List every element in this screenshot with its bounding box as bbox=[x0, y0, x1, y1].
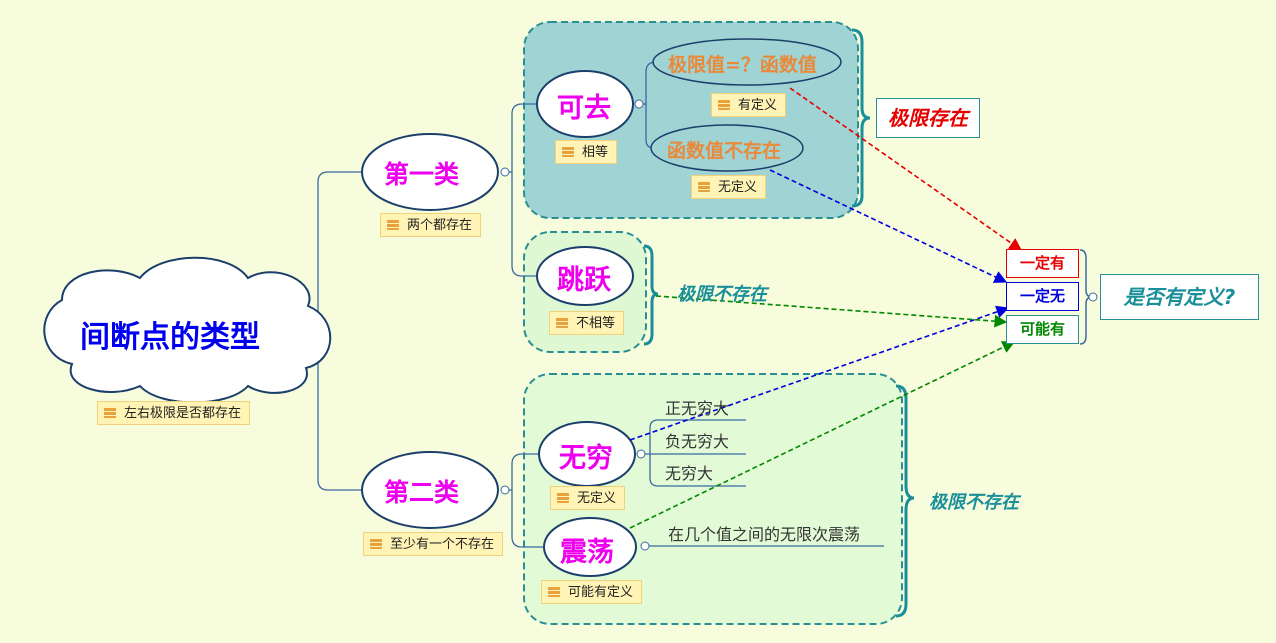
root-note-text: 左右极限是否都存在 bbox=[124, 406, 242, 421]
leaf-infinity[interactable]: 无穷大 bbox=[665, 464, 714, 483]
note-icon bbox=[557, 493, 569, 503]
node-no-fvalue-shape bbox=[650, 124, 804, 172]
node-type2-label[interactable]: 第二类 bbox=[384, 478, 460, 507]
jump-note[interactable]: 不相等 bbox=[549, 311, 625, 335]
infinite-note[interactable]: 无定义 bbox=[550, 486, 626, 510]
type2-note[interactable]: 至少有一个不存在 bbox=[363, 532, 504, 556]
oscillating-note-text: 可能有定义 bbox=[568, 585, 634, 600]
collapse-dot-definition bbox=[1088, 292, 1098, 302]
leaf-oscillation[interactable]: 在几个值之间的无限次震荡 bbox=[668, 525, 861, 544]
note-icon bbox=[104, 408, 116, 418]
brace-type2 bbox=[895, 384, 915, 618]
no-fvalue-note[interactable]: 无定义 bbox=[691, 175, 767, 199]
node-jump-label[interactable]: 跳跃 bbox=[557, 265, 611, 296]
node-oscillating-shape bbox=[543, 517, 637, 577]
node-limit-eq-label[interactable]: 极限值=？函数值 bbox=[668, 54, 817, 76]
note-icon bbox=[548, 587, 560, 597]
leaf-positive-infinity[interactable]: 正无穷大 bbox=[665, 399, 730, 418]
leaf-negative-infinity[interactable]: 负无穷大 bbox=[665, 432, 730, 451]
note-icon bbox=[698, 182, 710, 192]
def-definitely-no[interactable]: 一定无 bbox=[1006, 282, 1079, 311]
node-type1-shape bbox=[361, 133, 499, 211]
node-limit-eq-shape bbox=[652, 38, 842, 86]
collapse-dot-removable bbox=[634, 99, 644, 109]
root-title[interactable]: 间断点的类型 bbox=[80, 320, 260, 355]
note-icon bbox=[387, 220, 399, 230]
def-definitely-yes[interactable]: 一定有 bbox=[1006, 249, 1079, 278]
connector-lines bbox=[317, 61, 884, 548]
collapse-dot-infinite bbox=[636, 449, 646, 459]
summary-limit-exists[interactable]: 极限存在 bbox=[876, 98, 980, 138]
node-oscillating-label[interactable]: 震荡 bbox=[560, 537, 614, 568]
node-no-fvalue-label[interactable]: 函数值不存在 bbox=[667, 140, 782, 162]
oscillating-note[interactable]: 可能有定义 bbox=[541, 580, 643, 604]
type1-note-text: 两个都存在 bbox=[407, 218, 473, 233]
arrow-defined-to-definitely-yes bbox=[789, 87, 1023, 251]
arrow-infinite-to-definitely-no bbox=[629, 305, 1010, 441]
removable-note[interactable]: 相等 bbox=[555, 140, 618, 164]
root-note[interactable]: 左右极限是否都存在 bbox=[97, 401, 251, 425]
limit-eq-note-text: 有定义 bbox=[738, 98, 778, 113]
note-icon bbox=[718, 100, 730, 110]
root-cloud-shape bbox=[43, 256, 332, 404]
type2-note-text: 至少有一个不存在 bbox=[390, 537, 495, 552]
infinite-note-text: 无定义 bbox=[577, 491, 617, 506]
summary-limit-not-exists-type2[interactable]: 极限不存在 bbox=[929, 492, 1019, 513]
arrow-undefined-to-definitely-no bbox=[769, 169, 1008, 283]
no-fvalue-note-text: 无定义 bbox=[718, 180, 758, 195]
collapse-dot-type2 bbox=[500, 485, 510, 495]
note-icon bbox=[370, 539, 382, 549]
limit-eq-note[interactable]: 有定义 bbox=[711, 93, 787, 117]
type1-note[interactable]: 两个都存在 bbox=[380, 213, 482, 237]
summary-limit-not-exists-jump[interactable]: 极限不存在 bbox=[677, 284, 767, 305]
node-infinite-label[interactable]: 无穷 bbox=[559, 443, 613, 474]
def-maybe[interactable]: 可能有 bbox=[1006, 315, 1079, 344]
removable-note-text: 相等 bbox=[582, 145, 609, 160]
collapse-dot-type1 bbox=[500, 167, 510, 177]
arrow-oscillating-to-maybe bbox=[629, 341, 1016, 529]
def-question[interactable]: 是否有定义? bbox=[1100, 274, 1259, 320]
jump-note-text: 不相等 bbox=[576, 316, 616, 331]
node-jump-shape bbox=[536, 246, 634, 306]
arrow-jump-to-maybe bbox=[655, 295, 1008, 328]
note-icon bbox=[556, 318, 568, 328]
brace-jump bbox=[643, 244, 659, 346]
node-removable-label[interactable]: 可去 bbox=[557, 93, 611, 124]
node-type1-label[interactable]: 第一类 bbox=[384, 160, 460, 189]
collapse-dot-oscillating bbox=[640, 541, 650, 551]
node-type2-shape bbox=[361, 451, 499, 529]
node-removable-shape bbox=[536, 70, 634, 138]
brace-limit-exists bbox=[851, 28, 871, 208]
note-icon bbox=[562, 147, 574, 157]
